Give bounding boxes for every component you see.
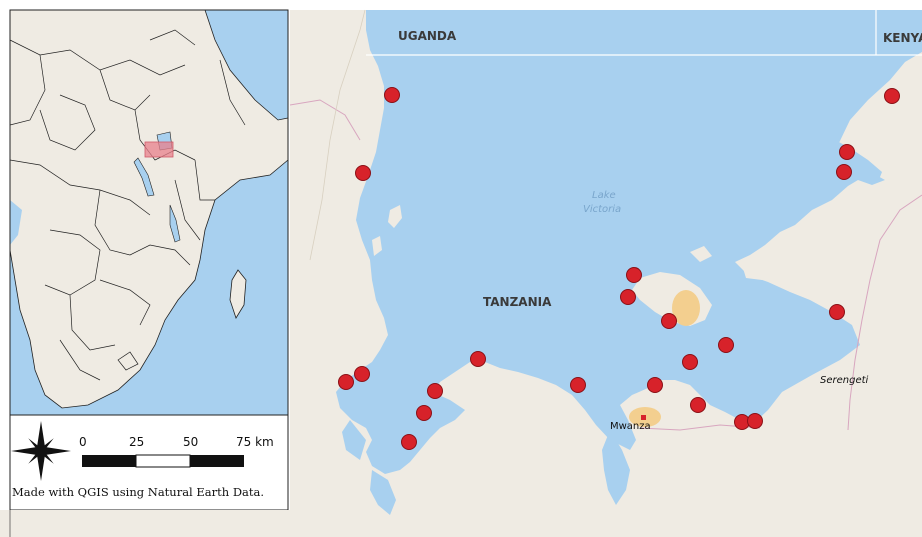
label-mwanza: Mwanza [610,421,651,432]
survey-point-18 [690,397,706,413]
survey-point-14 [338,374,354,390]
island-middle [690,246,712,262]
inset-map [9,9,289,416]
survey-point-13 [354,366,370,382]
survey-point-9 [829,304,845,320]
label-tanzania: TANZANIA [483,295,552,309]
survey-point-15 [427,383,443,399]
scale-tick-0: 0 [79,435,87,449]
survey-point-1 [384,87,400,103]
survey-point-3 [884,88,900,104]
lake-arm-south [602,430,630,505]
survey-point-7 [620,289,636,305]
data-credit: Made with QGIS using Natural Earth Data. [12,485,264,499]
inset-country-borders [9,29,246,381]
survey-point-17 [647,377,663,393]
survey-point-6 [626,267,642,283]
survey-point-22 [747,413,763,429]
island-east-2 [780,276,808,292]
border-western-road [309,9,366,261]
inset-africa-land [9,9,289,409]
border-serengeti [847,194,922,431]
lake-arm-west [342,420,366,460]
island-west-1 [372,236,382,256]
main-map: UGANDA KENYA TANZANIA Lake Victoria Mwan… [289,9,922,537]
inset-lake-tanganyika [133,157,155,197]
survey-point-19 [416,405,432,421]
label-uganda: UGANDA [398,29,457,43]
legend-box: 0 25 50 75 km Made with QGIS using Natur… [9,414,289,511]
inset-madagascar [229,269,247,319]
survey-point-10 [718,337,734,353]
scale-tick-25: 25 [129,435,144,449]
survey-points [338,87,900,450]
inset-lake-malawi [169,204,181,243]
island-north-1 [388,205,402,228]
scale-bar: 0 25 50 75 km [79,435,274,468]
survey-point-4 [839,144,855,160]
label-kenya: KENYA [883,31,922,45]
label-serengeti: Serengeti [820,375,869,386]
island-east-1 [742,258,770,280]
survey-point-8 [661,313,677,329]
lake-arm-southwest [370,470,396,515]
survey-point-5 [836,164,852,180]
survey-point-16 [570,377,586,393]
label-lake-line1: Lake [592,190,616,201]
survey-point-11 [682,354,698,370]
border-west [289,99,361,141]
inset-bottom-land [0,510,290,537]
mwanza-marker [641,415,646,420]
survey-point-12 [470,351,486,367]
scale-tick-75: 75 km [236,435,274,449]
urban-area-ukerewe [672,290,700,326]
inset-coast-notch [10,200,22,245]
survey-point-2 [355,165,371,181]
scale-tick-50: 50 [183,435,198,449]
survey-point-20 [401,434,417,450]
inset-extent-highlight [144,141,174,158]
label-lake-line2: Victoria [583,204,621,215]
compass-rose-icon [11,421,71,481]
